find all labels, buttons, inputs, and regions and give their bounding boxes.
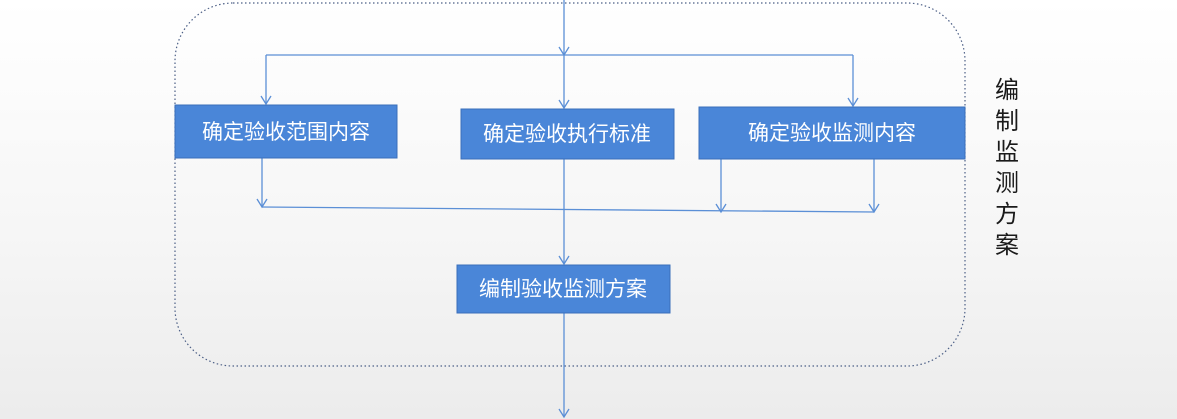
side-label-char: 案: [995, 231, 1019, 259]
box-standard: 确定验收执行标准: [460, 108, 675, 160]
box-monitor: 确定验收监测内容: [698, 106, 966, 160]
box-monitor-label: 确定验收监测内容: [748, 121, 916, 145]
side-label-char: 方: [995, 200, 1019, 228]
collection-bar: [261, 206, 875, 213]
side-label-char: 制: [995, 107, 1019, 135]
side-label: 编 制 监 测 方 案: [995, 76, 1019, 259]
connectors: [256, 0, 880, 419]
side-label-char: 测: [995, 169, 1019, 197]
side-label-char: 监: [995, 138, 1019, 166]
box-scope-label: 确定验收范围内容: [202, 120, 370, 144]
box-plan: 编制验收监测方案: [456, 264, 671, 314]
side-label-char: 编: [995, 76, 1019, 104]
box-scope: 确定验收范围内容: [174, 104, 398, 159]
process-group-border: [174, 2, 966, 367]
box-plan-label: 编制验收监测方案: [479, 277, 647, 301]
box-standard-label: 确定验收执行标准: [483, 122, 651, 146]
